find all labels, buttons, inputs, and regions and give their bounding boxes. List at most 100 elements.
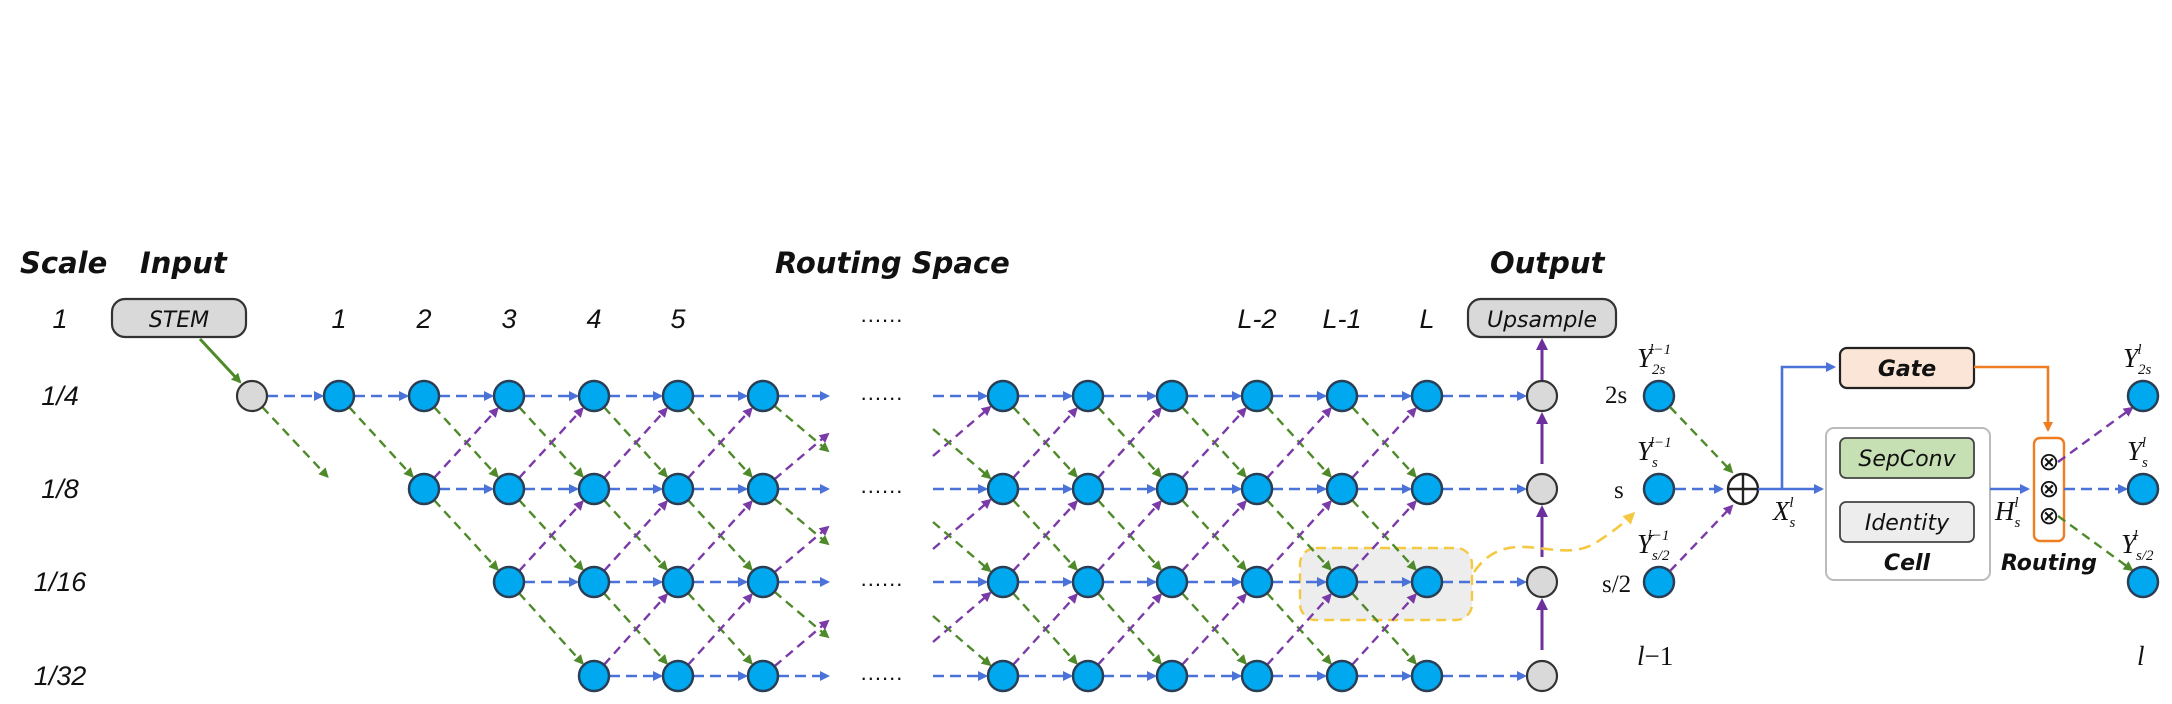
routing-label: Routing — [2001, 551, 2097, 576]
row-ellipsis-1-32: ...... — [861, 660, 904, 685]
routing-node-1-16 — [1071, 565, 1105, 599]
routing-mult-2: ⊗ — [2039, 476, 2060, 503]
sepconv-op — [1839, 437, 1975, 479]
routing-node-1-32 — [986, 659, 1020, 693]
routing-nodes — [322, 379, 1444, 693]
output-header: Output — [1490, 246, 1606, 280]
routing-node-1-16 — [661, 565, 695, 599]
cell-output-node-s-2 — [2126, 565, 2160, 599]
routing-node-1-8 — [1325, 472, 1359, 506]
routing-node-1-8 — [407, 472, 441, 506]
h-label: Hsl — [1994, 495, 2021, 531]
edge-up — [603, 593, 669, 666]
routing-node-1-16 — [1240, 565, 1274, 599]
layer-label-3: 3 — [501, 304, 516, 334]
routing-node-1-8 — [746, 472, 780, 506]
edge-up — [1266, 407, 1332, 479]
edge-up-trail — [773, 619, 830, 668]
routing-node-1-32 — [1325, 659, 1359, 693]
gate-label: Gate — [1878, 357, 1936, 382]
edge-up — [603, 500, 668, 572]
routing-node-1-32 — [1155, 659, 1189, 693]
edge-down-trail — [773, 404, 830, 453]
cell-detail: 2s s s/2 Y2sl−1 Ysl−1 Ys/2l−1 Xsl Gate — [1602, 342, 2160, 671]
edge-up — [687, 407, 753, 479]
detail-scale-s-2: s/2 — [1602, 571, 1631, 598]
cell-block: SepConv Identity Cell — [1825, 427, 1991, 581]
edge-down-lead — [932, 521, 992, 573]
sum-node — [1726, 472, 1760, 506]
routing-node-1-16 — [577, 565, 611, 599]
layer-label-1: 1 — [331, 304, 346, 334]
edge-up-lead — [932, 498, 992, 550]
routing-node-1-8 — [1240, 472, 1274, 506]
routing-node-1-32 — [1410, 659, 1444, 693]
routing-node-1-4 — [1240, 379, 1274, 413]
detail-scale-s: s — [1614, 477, 1624, 504]
edge-up — [433, 407, 499, 479]
edge-up — [1181, 500, 1247, 572]
row-ellipsis-1-16: ...... — [861, 566, 904, 591]
edge-up — [1181, 407, 1247, 479]
output-node-1-4 — [1525, 379, 1559, 413]
edge-down — [348, 406, 414, 478]
upsample-label: Upsample — [1487, 308, 1597, 333]
layer-label-l-1: L-1 — [1322, 304, 1361, 334]
stem-label: STEM — [149, 308, 209, 333]
layer-label-ellipsis: ...... — [861, 302, 904, 327]
routing-node-1-32 — [577, 659, 611, 693]
routing-node-1-4 — [322, 379, 356, 413]
output-label-y-s-2: Ys/2l — [2121, 528, 2154, 564]
routing-node-1-32 — [746, 659, 780, 693]
edge-up-lead — [932, 591, 992, 643]
output-node-1-32 — [1525, 659, 1559, 693]
cell-input-node-s-2 — [1642, 565, 1676, 599]
routing-node-1-4 — [492, 379, 526, 413]
edge-up — [1181, 593, 1247, 666]
scale-label-1-16: 1/16 — [34, 567, 88, 597]
routing-node-1-32 — [1240, 659, 1274, 693]
scale-label-1-32: 1/32 — [34, 661, 87, 691]
routing-space-header: Routing Space — [775, 246, 1010, 280]
edge-up — [1012, 407, 1078, 479]
cell-output-node-2s — [2126, 379, 2160, 413]
scale-label-1-4: 1/4 — [41, 381, 79, 411]
row-ellipsis-1-8: ...... — [861, 473, 904, 498]
routing-mult-1: ⊗ — [2039, 449, 2060, 476]
edge-up — [1097, 593, 1163, 666]
routing-node-1-8 — [1410, 472, 1444, 506]
edge-up — [518, 407, 584, 479]
routing-node-1-4 — [661, 379, 695, 413]
routing-node-1-16 — [1155, 565, 1189, 599]
edge-up — [687, 593, 753, 666]
edge-up — [687, 500, 753, 572]
output-label-y-s: Ysl — [2127, 435, 2148, 471]
layer-label-l: L — [1419, 304, 1434, 334]
input-label-y-s: Ysl−1 — [1637, 435, 1672, 471]
routing-node-1-4 — [986, 379, 1020, 413]
edge-up-lead — [932, 405, 992, 457]
edge-up-trail — [773, 432, 830, 481]
edge-down-trail — [773, 497, 830, 546]
edge-down — [518, 592, 584, 665]
routing-node-1-8 — [1155, 472, 1189, 506]
routing-node-1-4 — [407, 379, 441, 413]
routing-node-1-16 — [1325, 565, 1359, 599]
identity-op — [1839, 501, 1975, 543]
edge-up — [1351, 593, 1417, 666]
output-label-y-2s: Y2sl — [2123, 342, 2152, 378]
routing-node-1-4 — [1155, 379, 1189, 413]
stem-block: STEM — [110, 297, 248, 339]
edge-up — [1266, 593, 1332, 666]
scale-label-1-8: 1/8 — [41, 474, 79, 504]
routing-node-1-32 — [661, 659, 695, 693]
layer-label-l-2: L-2 — [1237, 304, 1276, 334]
routing-ellipsis-rows: ........................ — [861, 380, 904, 685]
zoom-arrow — [1472, 511, 1636, 573]
input-label-y-2s: Y2sl−1 — [1637, 342, 1671, 378]
edge-down-lead — [932, 428, 992, 480]
routing-node-1-4 — [1410, 379, 1444, 413]
cell-label: Cell — [1884, 551, 1931, 576]
layer-label-5: 5 — [670, 304, 686, 334]
scale-header: Scale — [20, 246, 107, 280]
